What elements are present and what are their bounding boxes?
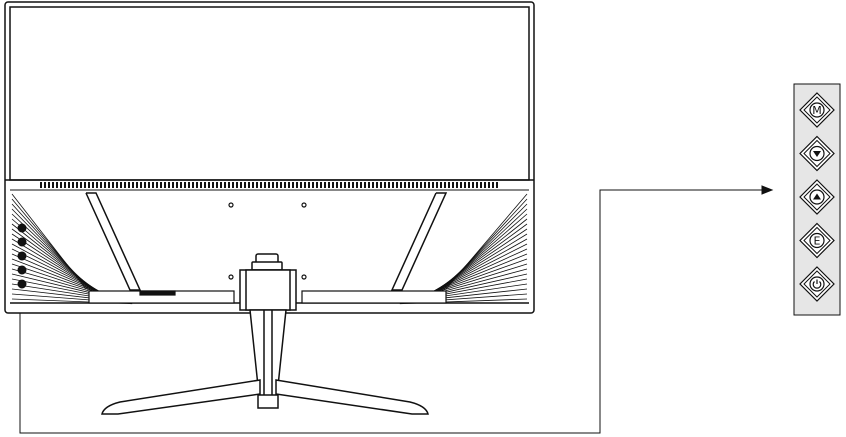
down-button[interactable] bbox=[799, 135, 835, 172]
right-rib-pattern bbox=[399, 193, 528, 305]
menu-button[interactable]: M bbox=[799, 92, 835, 128]
exit-button[interactable]: E bbox=[799, 222, 835, 259]
triangle-up-icon bbox=[813, 193, 821, 200]
vent-strip bbox=[40, 182, 500, 188]
stand-base bbox=[101, 379, 429, 415]
lower-bar-right bbox=[301, 290, 447, 304]
button-panel: ME bbox=[793, 83, 841, 316]
vesa-holes bbox=[228, 202, 307, 280]
power-icon bbox=[812, 279, 822, 289]
up-button[interactable] bbox=[799, 179, 835, 215]
triangle-down-icon bbox=[813, 151, 821, 157]
screen-inner-frame bbox=[9, 6, 530, 181]
exit-button-label: E bbox=[814, 235, 821, 248]
power-button[interactable] bbox=[799, 266, 835, 302]
menu-button-label: M bbox=[812, 104, 822, 117]
side-buttons bbox=[17, 223, 27, 289]
callout-line bbox=[19, 185, 774, 434]
